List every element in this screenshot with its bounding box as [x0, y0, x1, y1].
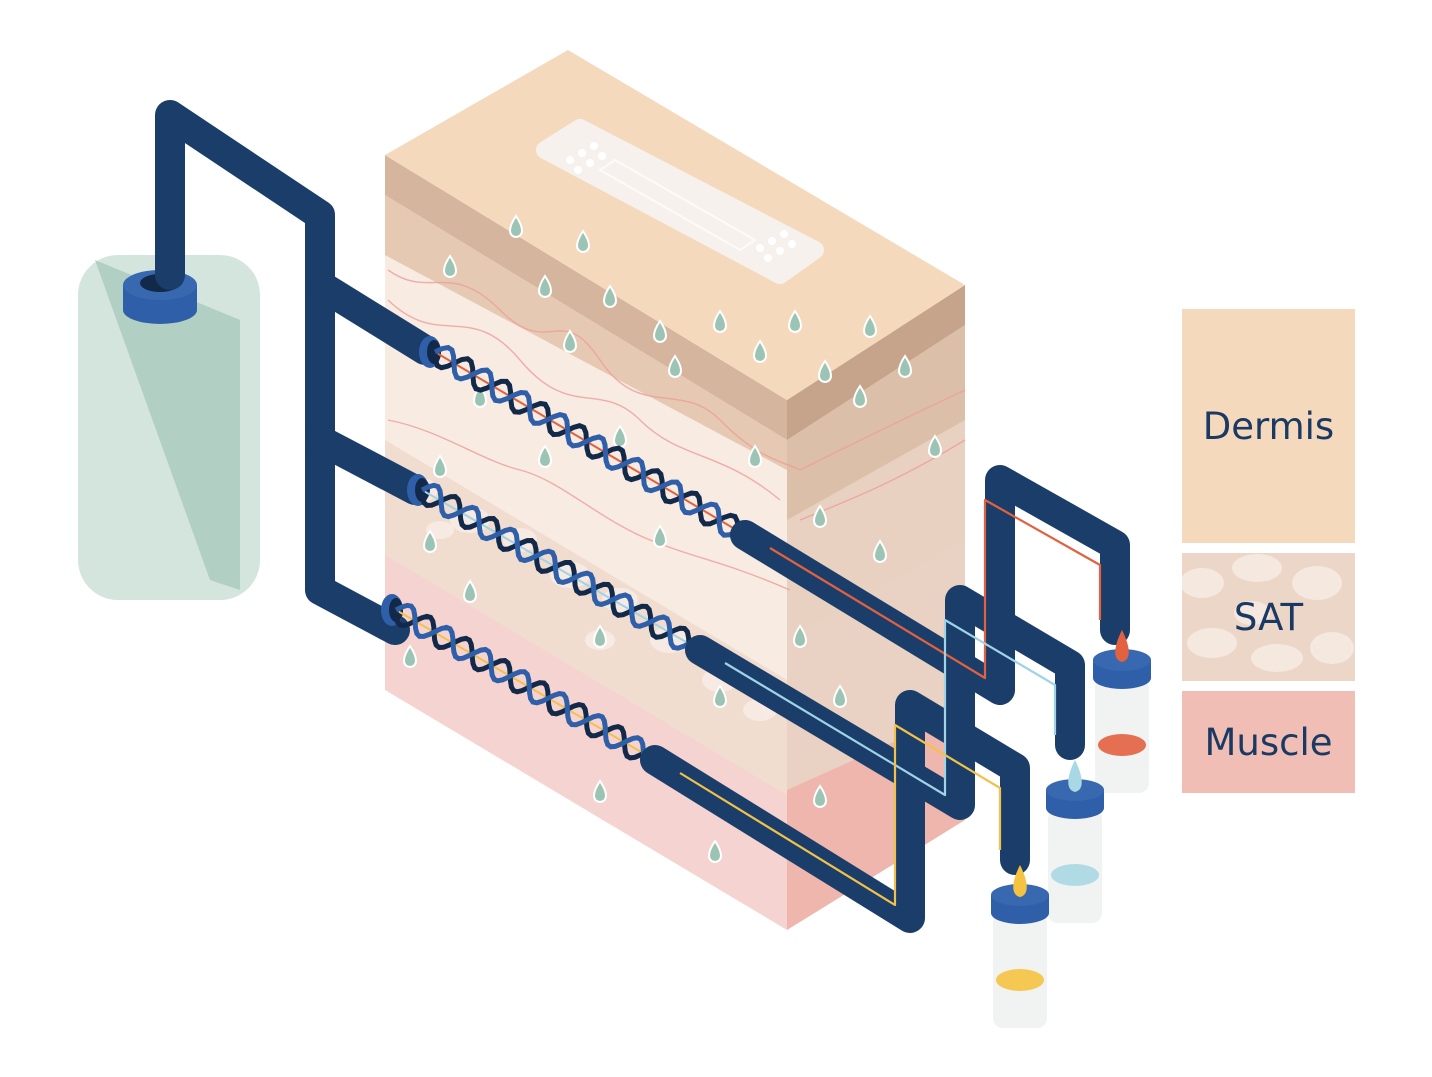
vial-drop [1013, 865, 1027, 897]
droplet [863, 314, 877, 339]
droplet [713, 684, 727, 709]
vial-muscle [991, 865, 1049, 1028]
legend-item-dermis: Dermis [1182, 309, 1355, 543]
legend-item-muscle: Muscle [1182, 691, 1355, 793]
inlet-tubing [155, 100, 440, 645]
vial-fluid [1098, 734, 1146, 756]
legend-item-sat: SAT [1182, 553, 1355, 681]
sat-fat-pattern [1182, 554, 1354, 672]
droplet [818, 359, 832, 384]
droplet [443, 254, 457, 279]
legend-label-muscle: Muscle [1204, 720, 1333, 764]
droplet [788, 309, 802, 334]
vial-drop [1115, 630, 1129, 662]
droplet [603, 284, 617, 309]
perfusate-reservoir [78, 255, 260, 600]
helix-strand [419, 489, 697, 662]
droplet [708, 839, 722, 864]
flow-line-sat [724, 618, 1057, 797]
droplet [463, 579, 477, 604]
helix-strand [420, 482, 707, 651]
helix-strand [433, 344, 751, 538]
probe-core-dermis [434, 351, 746, 536]
flow-line-muscle [679, 723, 1002, 907]
legend-label-sat: SAT [1233, 595, 1304, 639]
droplet [423, 529, 437, 554]
vial-sat [1046, 760, 1104, 923]
helix-strand [393, 609, 662, 761]
vial-dermis [1093, 630, 1151, 793]
droplet [748, 444, 762, 469]
droplet [793, 624, 807, 649]
droplet [538, 274, 552, 299]
probe-core-muscle [395, 609, 656, 761]
droplet [509, 214, 523, 239]
droplet [813, 504, 827, 529]
outlet-tubing [640, 465, 1130, 933]
layer-legend: Dermis SAT Muscle [1182, 309, 1355, 803]
droplet [753, 339, 767, 364]
droplet [928, 434, 942, 459]
droplet [668, 354, 682, 379]
droplet [403, 644, 417, 669]
droplet [873, 539, 887, 564]
droplet [538, 444, 552, 469]
droplet [833, 684, 847, 709]
helix-strand [432, 351, 743, 545]
flow-line-dermis [769, 498, 1102, 680]
droplet [653, 524, 667, 549]
probe-core-sat [421, 489, 701, 651]
epidermis-front [385, 155, 787, 440]
droplet [713, 309, 727, 334]
droplet [593, 779, 607, 804]
blood-vessels [387, 269, 966, 591]
droplet [433, 454, 447, 479]
droplet [853, 384, 867, 409]
droplet [593, 624, 607, 649]
legend-label-dermis: Dermis [1202, 404, 1335, 448]
droplet [653, 319, 667, 344]
collection-vials [991, 630, 1151, 1028]
flow-lines [679, 498, 1102, 907]
sat-front [385, 440, 787, 800]
droplet [898, 354, 912, 379]
droplet [813, 784, 827, 809]
vial-drop [1068, 760, 1082, 792]
droplet [563, 329, 577, 354]
probe-membranes [393, 344, 751, 772]
vial-fluid [1051, 864, 1099, 886]
vial-fluid [996, 969, 1044, 991]
droplet [576, 229, 590, 254]
microneedle-patch [536, 119, 824, 284]
helix-strand [394, 602, 651, 772]
